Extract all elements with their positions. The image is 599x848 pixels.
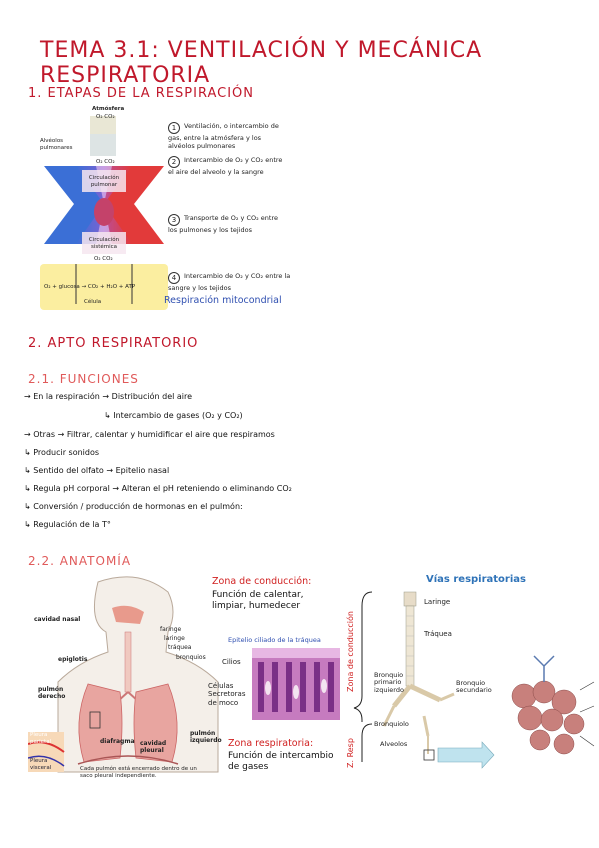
left-lung-label: pulmón izquierdo xyxy=(190,730,222,745)
section-2-2-heading: 2.2. ANATOMÍA xyxy=(28,554,132,568)
larynx-airway-label: Laringe xyxy=(424,598,451,606)
gas-label-mid: O₂ CO₂ xyxy=(96,159,115,165)
pulmonary-circulation-label: Circulación pulmonar xyxy=(88,175,120,188)
conduction-zone-vertical-label: Zona de conducción xyxy=(346,611,355,692)
section-1-heading: 1. ETAPAS DE LA RESPIRACIÓN xyxy=(28,86,254,101)
ciliated-epithelium-figure: Epitelio ciliado de la tráquea Cilios Cé… xyxy=(208,636,344,722)
systemic-circulation-label: Circulación sistémica xyxy=(88,237,120,250)
parietal-pleura-label: Pleura parietal xyxy=(30,732,52,745)
cell-label: Célula xyxy=(84,299,102,305)
airways-figure: Vías respiratorias Zona de conducción Z.… xyxy=(344,572,596,772)
secretory-cells-label: Células Secretoras de moco xyxy=(208,682,246,707)
alveoli-airway-label: Alveolos xyxy=(380,740,408,748)
function-line-2: ↳ Intercambio de gases (O₂ y CO₂) xyxy=(104,411,243,420)
epithelium-image xyxy=(252,648,340,720)
epithelium-title: Epitelio ciliado de la tráquea xyxy=(228,636,321,644)
alveoli-label: Alvéolos pulmonares xyxy=(40,138,73,151)
pleural-cavity-label: cavidad pleural xyxy=(140,740,167,755)
section-2-heading: 2. APTO RESPIRATORIO xyxy=(28,336,199,351)
airways-illustration xyxy=(353,591,595,769)
stage-text: Intercambio de O₂ y CO₂ entre la sangre … xyxy=(168,272,291,292)
right-lung-label: pulmón derecho xyxy=(38,686,66,701)
stage-number: 3 xyxy=(168,214,180,226)
conduction-zone-text: Función de calentar, limpiar, humedecer xyxy=(212,590,304,611)
function-line-3: → Otras → Filtrar, calentar y humidifica… xyxy=(24,430,275,439)
page-title: TEMA 3.1: VENTILACIÓN Y MECÁNICA RESPIRA… xyxy=(40,38,483,88)
trachea-label: tráquea xyxy=(168,644,192,651)
respiratory-zone-text: Función de intercambio de gases xyxy=(228,751,334,772)
function-line-8: ↳ Regulación de la T° xyxy=(24,520,111,529)
atmosphere-label: Atmósfera xyxy=(92,106,125,112)
diaphragm-label: diafragma xyxy=(100,738,135,745)
stage-number: 2 xyxy=(168,156,180,168)
stage-text: Transporte de O₂ y CO₂ entre los pulmone… xyxy=(168,214,278,234)
respiration-illustration xyxy=(40,116,168,310)
cell-equation: O₂ + glucosa → CO₂ + H₂O + ATP xyxy=(44,284,136,290)
respiration-stages-diagram: Atmósfera O₂ CO₂ Alvéolos pulmonares O₂ … xyxy=(36,104,172,318)
function-line-5: ↳ Sentido del olfato → Epitelio nasal xyxy=(24,466,170,475)
bronchi-label: bronquios xyxy=(176,654,206,661)
nasal-cavity-label: cavidad nasal xyxy=(34,616,81,623)
gas-label-bottom: O₂ CO₂ xyxy=(94,256,113,262)
epiglottis-label: epiglotis xyxy=(58,656,88,663)
function-line-4: ↳ Producir sonidos xyxy=(24,448,100,457)
stage-number: 4 xyxy=(168,272,180,284)
stage-text: Ventilación, o intercambio de gas, entre… xyxy=(168,122,279,151)
visceral-pleura-label: Pleura visceral xyxy=(30,758,52,771)
airways-title: Vías respiratorias xyxy=(426,574,526,585)
trachea-airway-label: Tráquea xyxy=(424,630,452,638)
cilia-label: Cilios xyxy=(222,658,241,666)
respiratory-zone-vertical-label: Z. Resp xyxy=(346,738,355,768)
pharynx-label: faringe xyxy=(160,626,182,633)
function-line-1: → En la respiración → Distribución del a… xyxy=(24,392,193,401)
bronchiole-label: Bronquiolo xyxy=(374,720,409,728)
function-line-7: ↳ Conversión / producción de hormonas en… xyxy=(24,502,243,511)
mitochondrial-respiration: Respiración mitocondrial xyxy=(164,295,282,306)
primary-bronchus-label: Bronquio primario izquierdo xyxy=(374,671,404,694)
secondary-bronchus-label: Bronquio secundario xyxy=(456,679,492,695)
section-2-1-heading: 2.1. FUNCIONES xyxy=(28,372,139,386)
stage-text: Intercambio de O₂ y CO₂ entre el aire de… xyxy=(168,156,283,176)
pleura-caption: Cada pulmón está encerrado dentro de un … xyxy=(80,766,197,779)
respiratory-zone-title: Zona respiratoria: xyxy=(228,738,314,749)
gas-label-top: O₂ CO₂ xyxy=(96,114,115,120)
function-line-6: ↳ Regula pH corporal → Alteran el pH ret… xyxy=(24,484,292,493)
respiratory-anatomy-figure: cavidad nasal faringe laringe tráquea br… xyxy=(27,572,228,782)
cell-box xyxy=(40,264,168,310)
larynx-label: laringe xyxy=(164,635,185,642)
anatomy-illustration xyxy=(27,576,219,773)
conduction-zone-title: Zona de conducción: xyxy=(212,576,312,587)
stage-number: 1 xyxy=(168,122,180,134)
